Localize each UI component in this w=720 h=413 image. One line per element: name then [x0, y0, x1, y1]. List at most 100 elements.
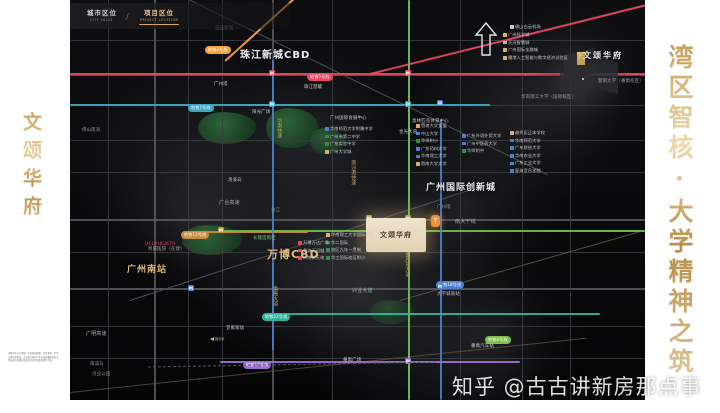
- map-label: 番禺广场: [343, 358, 362, 363]
- road-label: 兴业大道: [352, 288, 373, 294]
- metro-line-chip[interactable]: 地铁5号线: [307, 73, 333, 81]
- road-label: 南沙港快速: [350, 160, 357, 185]
- metro-station[interactable]: M: [437, 100, 443, 106]
- poi-label: 华南理工大学国际校区: [331, 232, 374, 237]
- poi-label: 华工国际校区附小: [331, 254, 366, 260]
- map-label: 佛山南海: [82, 128, 101, 133]
- district-label-innovation-city: 广州国际创新城: [426, 183, 497, 193]
- metro-line-chip[interactable]: 地铁4号线: [485, 336, 511, 344]
- road-line: [70, 40, 645, 41]
- poi-marker-icon: [416, 147, 420, 151]
- road-line: [522, 0, 523, 400]
- glow-ring: [260, 190, 460, 390]
- poi-label: 广东药科大学: [421, 145, 447, 151]
- metro-line-chip[interactable]: 地铁3号线: [205, 46, 231, 54]
- tab-project-location[interactable]: 项目区位 PROJECT LOCATION: [131, 7, 187, 26]
- metro-station[interactable]: M: [405, 101, 411, 107]
- metro-station[interactable]: M: [218, 227, 224, 233]
- metro-line-chip[interactable]: 地铁22号线: [262, 313, 291, 321]
- inset-project-building: [577, 52, 585, 65]
- right-vertical-title: 湾区智核·大学精神之筑: [661, 44, 697, 378]
- metro-line-chip[interactable]: 地铁18号线: [436, 281, 465, 289]
- road-line: [222, 0, 223, 400]
- commerce-item: 万博万达广场: [298, 240, 329, 246]
- poi-marker-icon: [503, 56, 507, 60]
- school-item: 广东实验中学: [325, 141, 373, 147]
- poi-label: 华南农业大学: [515, 152, 541, 158]
- university-item: 华南师范大学: [510, 138, 545, 144]
- map-label: 洛溪岛: [228, 178, 242, 183]
- road-label: 广台高速: [219, 200, 240, 206]
- poi-marker-icon: [503, 33, 507, 37]
- university-item: 广东外语外贸大学: [462, 133, 501, 139]
- poi-marker-icon: [326, 248, 330, 252]
- school-item: 广州大学城: [325, 149, 373, 155]
- district-label-wanbo-cbd: 万博CBD: [267, 248, 320, 261]
- poi-label: 校区九年一贯制: [331, 247, 362, 253]
- road-label: 南大干线: [455, 219, 476, 225]
- scale-bar: [148, 362, 438, 368]
- metro-line-chip[interactable]: 地铁12号线: [181, 231, 210, 239]
- inset-project-label: 文颂华府: [583, 51, 623, 60]
- metro-station[interactable]: M: [269, 101, 275, 107]
- metro-station[interactable]: M: [405, 70, 411, 76]
- poi-group-airport: 佛山白云机场: [510, 24, 541, 32]
- district-label-zhujiang-cbd: 珠江新城CBD: [240, 50, 311, 61]
- metro-line-22: [270, 313, 600, 315]
- road-line: [70, 74, 645, 76]
- university-item: 星海音乐学院: [510, 168, 545, 174]
- poi-label: 华南师范大学: [515, 137, 541, 143]
- university-item: 华师附小: [416, 138, 447, 144]
- poi-marker-icon: [510, 138, 514, 143]
- tab-city-value[interactable]: 城市区位 CITY VALUE: [80, 7, 124, 26]
- road-line: [154, 0, 156, 400]
- poi-marker-icon: [416, 139, 420, 143]
- poi-label: 广东实验中学: [330, 141, 356, 147]
- university-item: 广东工业大学: [510, 160, 545, 166]
- poi-marker-icon: [462, 149, 466, 153]
- metro-station[interactable]: M: [437, 283, 443, 289]
- poi-label: 华二国际: [331, 239, 349, 245]
- project-pin-icon[interactable]: [431, 215, 440, 227]
- poi-marker-icon: [416, 154, 420, 159]
- metro-station[interactable]: M: [405, 358, 411, 364]
- watermark: 知乎 @古古讲新房那点事: [452, 375, 702, 399]
- metro-line-chip[interactable]: 地铁17号线: [243, 361, 272, 369]
- poi-label: 佛山白云机场: [515, 24, 541, 29]
- metro-line-4-branch: [220, 230, 645, 232]
- poi-label: 天河智慧城: [508, 39, 530, 45]
- metro-line-18: [440, 120, 442, 400]
- metro-line-chip[interactable]: 地铁7号线: [188, 104, 214, 112]
- map-panel: 地铁5号线 地铁3号线地铁7号线地铁4号线 地铁18号线地铁17号线 地铁22号线 地铁…: [70, 0, 645, 400]
- road-line: [70, 140, 645, 141]
- map-label: 大学城南站: [437, 292, 460, 297]
- metro-line-4: [408, 0, 410, 400]
- poi-marker-icon: [462, 141, 466, 146]
- project-highlight-box[interactable]: 文颂华府: [366, 218, 426, 252]
- metro-line-12: [188, 231, 308, 233]
- road-label: 金光东大道: [404, 252, 411, 277]
- poi-marker-icon: [325, 134, 329, 139]
- disclaimer-text: 本图为区位示意图，非实际规划图，仅供参考，不作为要约或承诺，买卖双方权利义务以政…: [8, 352, 59, 363]
- university-item: 暨南大学女篮: [416, 123, 447, 129]
- poi-marker-icon: [298, 241, 302, 245]
- metro-station[interactable]: M: [188, 285, 194, 291]
- poi-marker-icon: [416, 162, 420, 166]
- map-label: 广州塔: [214, 82, 228, 87]
- map-label: 华南理工大学（国际校区）: [521, 95, 577, 100]
- district-label-guangzhou-south: 广州南站: [127, 265, 168, 275]
- poi-label: 广州中医药大学: [467, 140, 498, 146]
- map-base: [70, 0, 645, 400]
- map-label: 阳光广场: [252, 110, 271, 115]
- map-label: 创业公园: [92, 372, 111, 377]
- header-tabs: 城市区位 CITY VALUE / 项目区位 PROJECT LOCATION: [70, 3, 290, 29]
- tab-city-value-label: 城市区位: [87, 8, 117, 17]
- metro-station[interactable]: M: [269, 70, 275, 76]
- compass-legend: 指北针: [210, 336, 225, 341]
- left-vertical-title: 文颂华府: [18, 112, 45, 224]
- map-label: 暨南大学（番禺校区）: [598, 79, 644, 84]
- road-line: [70, 219, 645, 221]
- poi-group-north: 广州科学城天河智慧城广州国际金融城穗港人工智能与数字经济试验区: [503, 32, 568, 62]
- poi-label: 暨南大学女篮: [421, 123, 447, 128]
- poi-marker-icon: [326, 240, 330, 245]
